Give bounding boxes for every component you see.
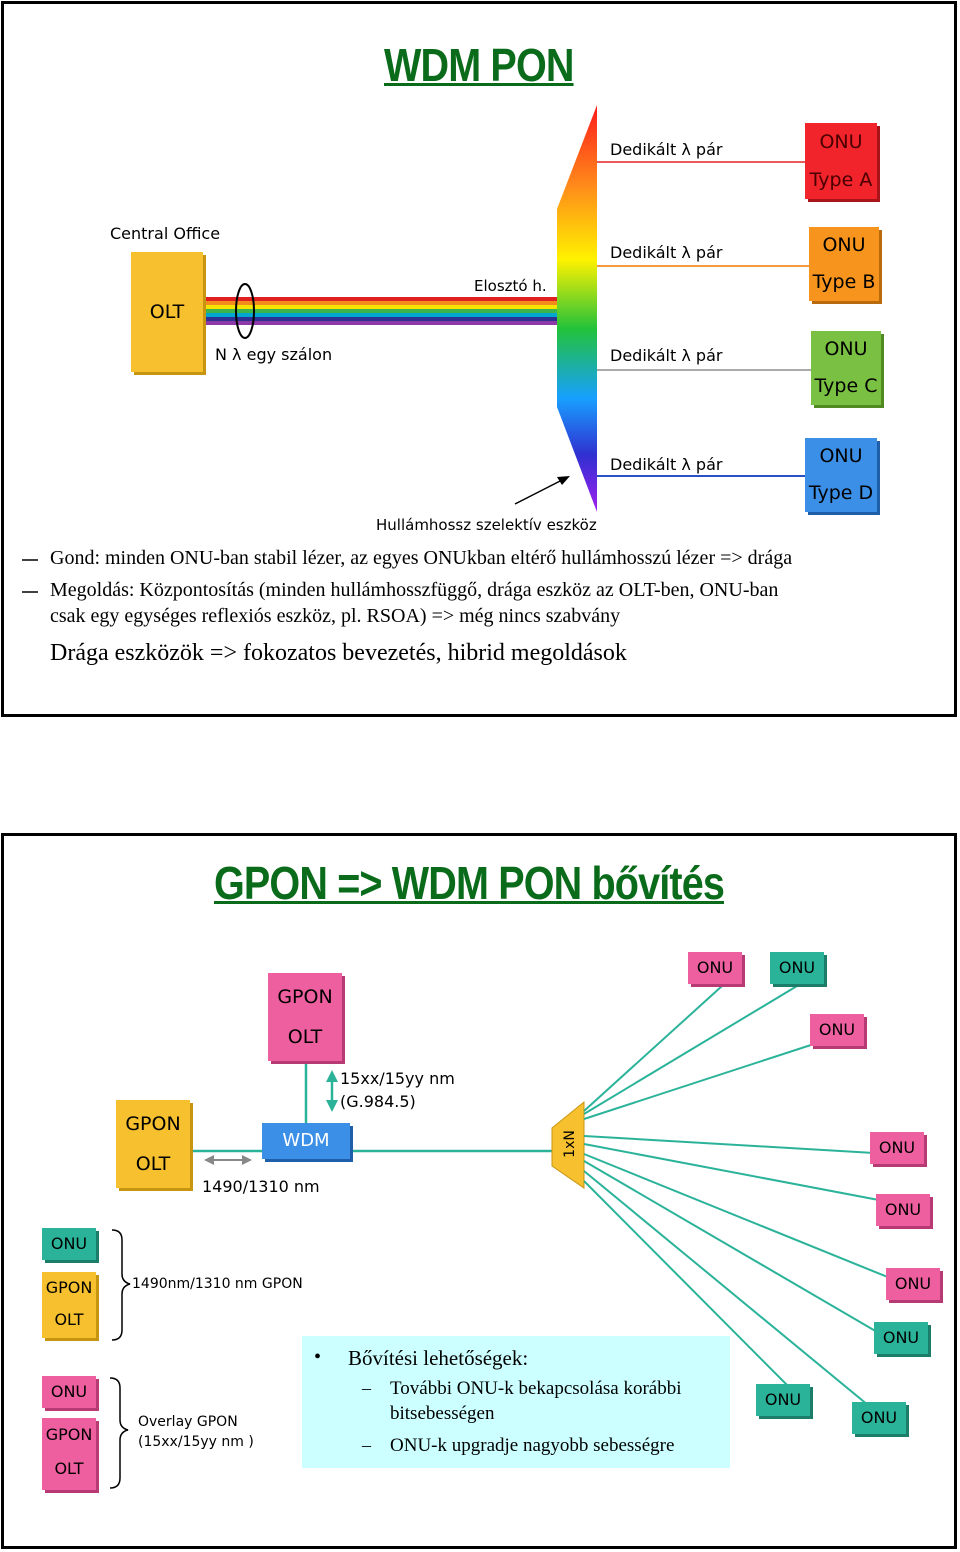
gpon-olt-top-line1: GPON: [277, 986, 333, 1008]
gpon-olt-left: GPON OLT: [116, 1100, 190, 1188]
legend-onu-gpon: ONU: [42, 1228, 96, 1260]
bullet-problem: Gond: minden ONU-ban stabil lézer, az eg…: [50, 547, 793, 569]
onu-type-b-line2: Type B: [812, 271, 876, 293]
legend-olt-label: OLT: [54, 1310, 84, 1329]
legend-onu-label: ONU: [50, 1382, 88, 1401]
fiber-bundle-marker: [235, 283, 255, 339]
legend-overlay-caption-1: Overlay GPON: [138, 1414, 238, 1430]
onu-type-d-line1: ONU: [819, 445, 863, 467]
arrowhead-up: [326, 1070, 338, 1082]
fiber-label: N λ egy szálon: [215, 345, 333, 364]
info-dash: –: [362, 1435, 371, 1455]
wavelength-selective-device: [557, 105, 597, 512]
onu-label: ONU: [882, 1328, 920, 1347]
legend-olt-label: OLT: [54, 1459, 84, 1478]
legend-gpon-olt: GPON OLT: [42, 1272, 96, 1338]
onu-type-c: ONU Type C: [811, 331, 881, 405]
info-heading: Bővítési lehetőségek:: [348, 1346, 529, 1370]
onu-node: ONU: [756, 1384, 810, 1416]
onu-label: ONU: [894, 1274, 932, 1293]
fanout-lines: [583, 985, 891, 1411]
legend-bracket-gpon: [111, 1229, 131, 1341]
splitter-label: 1xN: [562, 1130, 578, 1158]
onu-type-d: ONU Type D: [805, 438, 877, 512]
legend-onu-overlay: ONU: [42, 1376, 96, 1408]
legend-gpon-caption: 1490nm/1310 nm GPON: [132, 1276, 303, 1292]
bullet-solution-line1: Megoldás: Központosítás (minden hullámho…: [50, 579, 779, 601]
central-office-label: Central Office: [110, 224, 221, 243]
onu-node: ONU: [874, 1322, 928, 1354]
dedicated-pair-label-b: Dedikált λ pár: [610, 243, 723, 262]
onu-label: ONU: [878, 1138, 916, 1157]
onu-type-b: ONU Type B: [809, 227, 879, 301]
onu-label: ONU: [778, 958, 816, 977]
onu-type-c-line1: ONU: [824, 338, 868, 360]
onu-node: ONU: [886, 1268, 940, 1300]
onu-label: ONU: [884, 1200, 922, 1219]
gpon-wavelength-label: 1490/1310 nm: [202, 1177, 320, 1196]
arrowhead-left: [204, 1155, 214, 1165]
selector-pointer: [514, 477, 567, 505]
legend-onu-label: ONU: [50, 1234, 88, 1253]
slide-title: GPON => WDM PON bővítés: [214, 857, 725, 909]
wdm-pon-diagram: [22, 105, 812, 593]
gpon-olt-left-line1: GPON: [125, 1113, 181, 1135]
onu-type-a-line1: ONU: [819, 131, 863, 153]
arrowhead-right: [242, 1155, 252, 1165]
dedicated-pair-label-c: Dedikált λ pár: [610, 346, 723, 365]
onu-type-b-line1: ONU: [822, 234, 866, 256]
info-bullet: •: [314, 1346, 322, 1368]
legend-overlay-gpon-olt: GPON OLT: [42, 1418, 96, 1490]
onu-type-a: ONU Type A: [805, 123, 877, 199]
onu-label: ONU: [696, 958, 734, 977]
slide-wdm-pon: WDM PON Central Office OLT N λ egy szálo…: [1, 1, 957, 717]
slide-title: WDM PON: [384, 39, 574, 91]
info-box: • Bővítési lehetőségek: – További ONU-k …: [302, 1336, 730, 1468]
selector-arrowhead: [557, 476, 570, 485]
onu-node: ONU: [852, 1402, 906, 1434]
onu-node: ONU: [688, 952, 742, 984]
gpon-olt-top: GPON OLT: [268, 973, 342, 1061]
info-item-1b: bitsebességen: [390, 1403, 495, 1424]
olt-label: OLT: [149, 301, 185, 323]
gpon-olt-top-line2: OLT: [287, 1026, 323, 1048]
info-item-2: ONU-k upgradje nagyobb sebességre: [390, 1435, 675, 1456]
fiber-bundle: [202, 297, 558, 325]
onu-label: ONU: [818, 1020, 856, 1039]
arrowhead-down: [326, 1100, 338, 1112]
onu-type-c-line2: Type C: [814, 375, 878, 397]
wdm-label: WDM: [282, 1130, 330, 1151]
onu-type-d-line2: Type D: [808, 482, 874, 504]
splitter-label: Elosztó h.: [474, 277, 547, 295]
dedicated-pair-label-a: Dedikált λ pár: [610, 140, 723, 159]
selector-label: Hullámhossz szelektív eszköz: [376, 516, 597, 534]
bullet-solution-line2: csak egy egységes reflexiós eszköz, pl. …: [50, 605, 621, 627]
onu-label: ONU: [764, 1390, 802, 1409]
info-dash: –: [362, 1378, 371, 1398]
legend-gpon-label: GPON: [45, 1278, 93, 1297]
onu-node: ONU: [810, 1014, 864, 1046]
legend-overlay-caption-2: (15xx/15yy nm ): [138, 1434, 254, 1450]
onu-node: ONU: [770, 952, 824, 984]
dedicated-pair-label-d: Dedikált λ pár: [610, 455, 723, 474]
splitter-1xn: [551, 1100, 585, 1189]
olt-box: OLT: [131, 252, 203, 372]
wdm-box: WDM: [262, 1123, 350, 1159]
onu-node: ONU: [876, 1194, 930, 1226]
onu-label: ONU: [860, 1408, 898, 1427]
onu-type-a-line2: Type A: [809, 169, 873, 191]
legend-bracket-overlay: [109, 1377, 129, 1489]
slide-gpon-upgrade: GPON => WDM PON bővítés GPON OLT GPON OL…: [1, 833, 957, 1549]
legend-gpon-label: GPON: [45, 1425, 93, 1444]
gpon-olt-left-line2: OLT: [135, 1153, 171, 1175]
summary-text: Drága eszközök => fokozatos bevezetés, h…: [50, 640, 627, 666]
wdm-standard-label: (G.984.5): [340, 1092, 416, 1111]
info-item-1a: További ONU-k bekapcsolása korábbi: [390, 1378, 682, 1399]
wdm-wavelength-label: 15xx/15yy nm: [340, 1069, 455, 1088]
onu-node: ONU: [870, 1132, 924, 1164]
